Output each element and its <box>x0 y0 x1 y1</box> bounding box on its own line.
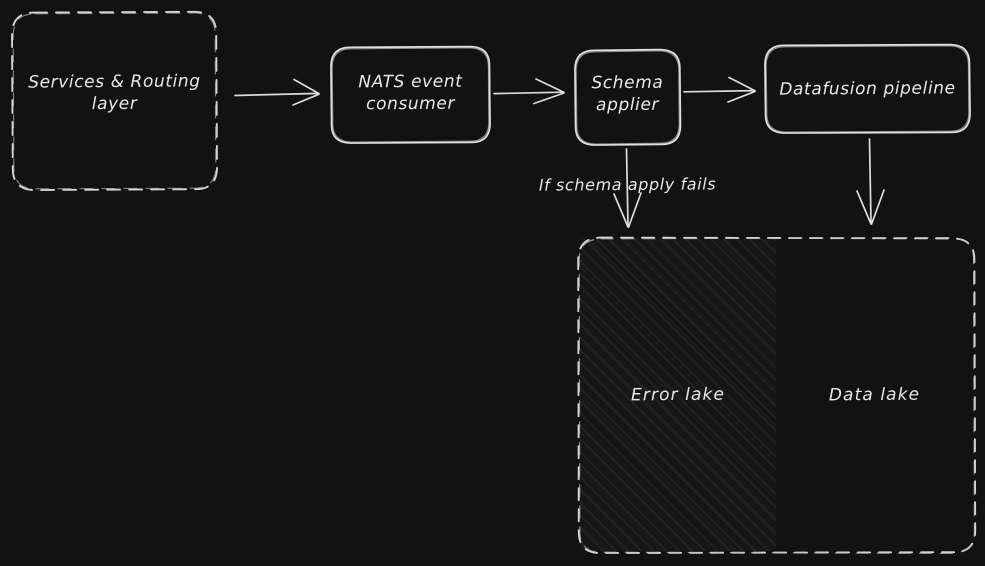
edge-schema-to-error-lake[interactable] <box>613 148 642 228</box>
edge-schema-to-datafusion-arrowhead <box>727 76 756 103</box>
storage-container-outline <box>577 236 977 554</box>
edge-nats-to-schema-arrowhead <box>533 78 565 105</box>
edge-schema-to-error-lake-arrowhead <box>613 192 642 228</box>
node-datafusion-pipeline[interactable] <box>764 43 971 134</box>
node-nats-event-consumer[interactable] <box>330 45 491 144</box>
error-lake-hatch-pattern-2 <box>580 239 776 551</box>
nats-event-consumer-outline <box>330 45 491 144</box>
edge-schema-to-datafusion[interactable] <box>683 76 756 103</box>
edge-datafusion-to-data-lake[interactable] <box>856 138 885 225</box>
services-routing-layer-outline <box>11 10 218 191</box>
nats-event-consumer-outline-sketch <box>331 47 490 143</box>
datafusion-pipeline-outline <box>764 43 971 134</box>
datafusion-pipeline-outline-sketch <box>765 45 970 133</box>
edge-nats-to-schema[interactable] <box>493 78 565 105</box>
services-routing-layer-outline-sketch <box>12 12 217 190</box>
edge-schema-to-datafusion-line <box>683 89 755 93</box>
node-schema-applier[interactable] <box>574 48 682 146</box>
schema-applier-outline <box>574 48 682 146</box>
node-services-routing-layer[interactable] <box>11 10 218 191</box>
edge-datafusion-to-data-lake-arrowhead <box>856 189 885 225</box>
edge-schema-to-error-lake-line <box>625 148 629 227</box>
storage-container-outline-sketch <box>578 236 976 555</box>
schema-applier-outline-sketch <box>575 50 680 145</box>
edge-services-to-nats[interactable] <box>234 78 320 106</box>
storage-container[interactable] <box>577 236 977 555</box>
edge-services-to-nats-line <box>234 92 319 97</box>
edge-services-to-nats-arrowhead <box>292 78 320 106</box>
edge-datafusion-to-data-lake-line <box>868 138 872 224</box>
edge-nats-to-schema-line <box>493 91 564 95</box>
